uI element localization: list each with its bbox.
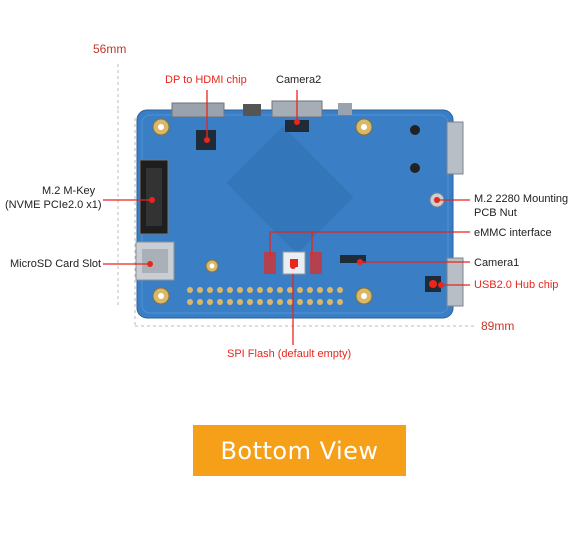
label-camera1: Camera1	[474, 257, 520, 269]
label-dp-hdmi-chip: DP to HDMI chip	[165, 74, 247, 86]
callout-emmc-bracket	[269, 231, 313, 258]
camera2-connector	[285, 120, 309, 132]
label-usb-hub-chip: USB2.0 Hub chip	[474, 279, 559, 291]
right-pad-2	[410, 163, 420, 173]
emmc-pad-left	[264, 252, 276, 274]
label-camera2: Camera2	[276, 74, 322, 86]
label-m2-key-line2: (NVME PCIe2.0 x1)	[5, 199, 102, 211]
label-emmc: eMMC interface	[474, 227, 552, 239]
top-connector-1	[171, 102, 225, 118]
label-m2-nut-line1: M.2 2280 Mounting	[474, 193, 569, 205]
gpio-header	[187, 287, 343, 305]
label-microsd: MicroSD Card Slot	[10, 258, 102, 270]
label-spi-flash: SPI Flash (default empty)	[227, 348, 352, 360]
right-pad-1	[410, 125, 420, 135]
camera1-connector	[340, 255, 366, 263]
bottom-view-text: Bottom View	[220, 436, 379, 465]
microsd-slot-inner	[142, 249, 168, 273]
label-m2-key-line1: M.2 M-Key	[42, 185, 96, 197]
right-port-2	[446, 257, 464, 307]
label-m2-nut-line2: PCB Nut	[474, 207, 517, 219]
top-connector-4	[338, 103, 352, 115]
width-dimension-label: 56mm	[93, 42, 127, 56]
length-dimension-label: 89mm	[481, 319, 515, 333]
right-port-1	[446, 121, 464, 175]
emmc-pad-right	[310, 252, 322, 274]
top-connector-2	[243, 104, 261, 116]
soc-area	[226, 126, 354, 254]
bottom-view-banner: Bottom View	[193, 425, 406, 476]
m2-slot-inner	[146, 168, 162, 226]
